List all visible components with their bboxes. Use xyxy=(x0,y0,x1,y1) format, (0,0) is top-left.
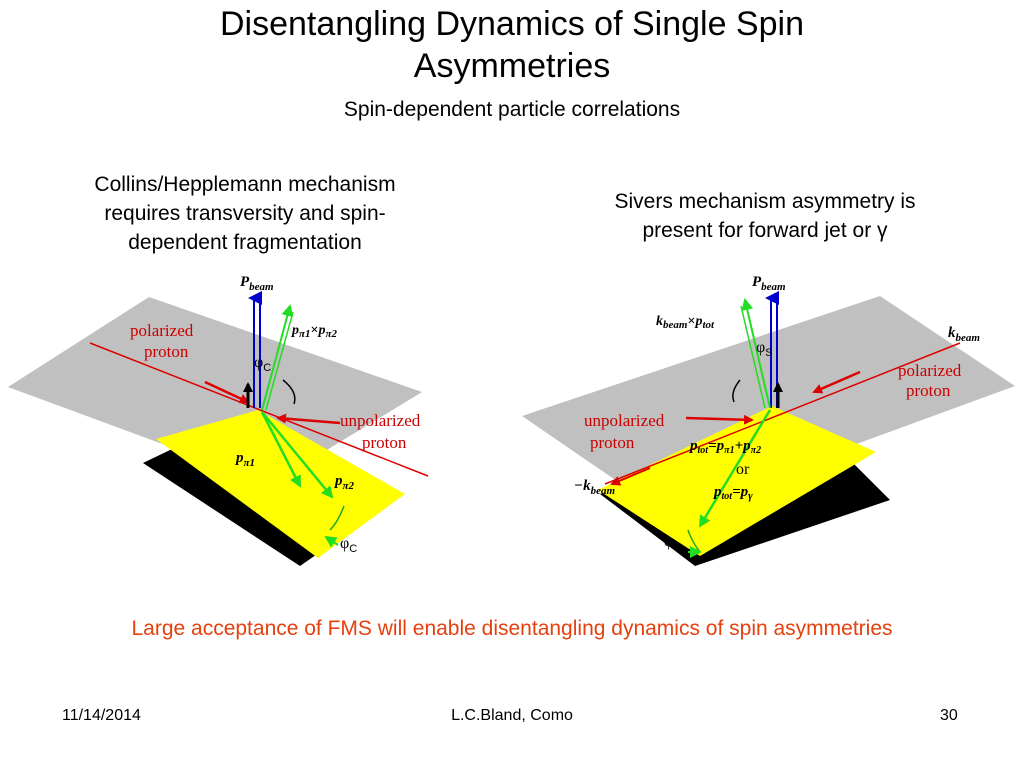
left-beam-line xyxy=(89,342,429,477)
left-pbeam-label: Pbeam xyxy=(240,274,274,293)
left-yellow-plane xyxy=(156,410,405,558)
left-ppi2-arrow xyxy=(261,411,334,499)
right-phi-arc xyxy=(732,379,741,403)
left-diagram: Pbeam pπ1×pπ2 φC polarized proton unpola… xyxy=(8,274,429,566)
left-phi-arc-bottom xyxy=(329,505,345,531)
left-polarized-label2: proton xyxy=(144,342,189,361)
right-caption: Sivers mechanism asymmetry is present fo… xyxy=(555,187,975,245)
slide-title-line1: Disentangling Dynamics of Single Spin xyxy=(220,5,804,43)
right-unpolarized-label: unpolarized xyxy=(584,411,665,430)
right-kcross-label: kbeam×ptot xyxy=(656,314,715,331)
right-polarized-label: polarized xyxy=(898,361,962,380)
left-caption-line: Collins/Hepplemann mechanism xyxy=(94,173,396,196)
footer-date: 11/14/2014 xyxy=(62,707,141,724)
left-unpolarized-label: unpolarized xyxy=(340,411,421,430)
left-ppi2-label: pπ2 xyxy=(333,473,355,492)
left-caption: Collins/Hepplemann mechanism requires tr… xyxy=(40,170,450,257)
footer-author: L.C.Bland, Como xyxy=(451,707,573,724)
right-phi-s-bottom: φS xyxy=(664,533,681,553)
right-pbeam-label: Pbeam xyxy=(752,274,786,293)
right-beam-line xyxy=(604,342,961,485)
right-unpolarized-arrow xyxy=(685,414,754,425)
left-ppi1-arrow xyxy=(260,411,302,488)
left-phi-arc xyxy=(282,379,296,405)
right-or-label: or xyxy=(736,461,750,478)
right-kbeam-label: kbeam xyxy=(948,325,980,344)
slide-subtitle: Spin-dependent particle correlations xyxy=(343,98,681,121)
right-ptot-eq-label: ptot=pπ1+pπ2 xyxy=(688,438,761,456)
left-pair-cross-arrow xyxy=(261,304,294,411)
left-polarized-label: polarized xyxy=(130,321,194,340)
right-kcross-arrow xyxy=(741,298,771,409)
right-unpolarized-label2: proton xyxy=(590,433,635,452)
left-gray-plane xyxy=(8,297,422,484)
right-diagram: Pbeam kbeam×ptot φS kbeam polarized prot… xyxy=(522,274,1015,566)
left-pair-cross-label: pπ1×pπ2 xyxy=(291,323,338,340)
left-polarized-arrow xyxy=(204,380,250,404)
right-ptot-arrow xyxy=(698,409,772,528)
right-phi-s-top: φS xyxy=(756,339,773,359)
left-phi-c-top: φC xyxy=(254,354,271,374)
left-unpolarized-label2: proton xyxy=(362,433,407,452)
right-yellow-plane xyxy=(598,406,876,556)
right-polarized-label2: proton xyxy=(906,381,951,400)
left-caption-line: dependent fragmentation xyxy=(128,231,362,254)
right-kbeam-neg-arrow xyxy=(610,467,651,486)
left-phi-c-bottom: φC xyxy=(340,535,357,555)
footer-page-number: 30 xyxy=(940,707,958,724)
right-neg-kbeam-label: −kbeam xyxy=(574,478,615,497)
slide-title-line2: Asymmetries xyxy=(413,47,611,85)
right-caption-line: present for forward jet or γ xyxy=(642,219,888,242)
left-caption-line: requires transversity and spin- xyxy=(104,202,386,225)
left-unpolarized-arrow xyxy=(276,413,341,425)
left-ppi1-label: pπ1 xyxy=(234,450,255,469)
fms-note: Large acceptance of FMS will enable dise… xyxy=(131,617,893,640)
right-caption-line: Sivers mechanism asymmetry is xyxy=(614,190,916,213)
right-polarized-arrow xyxy=(812,370,861,394)
right-ptot-gamma-label: ptot=pγ xyxy=(712,484,753,502)
